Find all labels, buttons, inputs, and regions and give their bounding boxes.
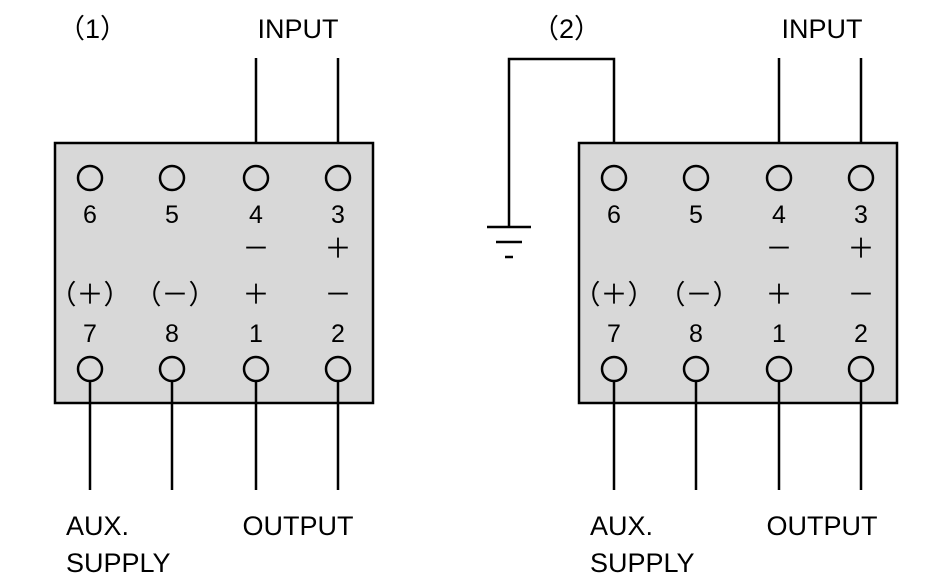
terminal-number: 7: [607, 320, 621, 348]
terminal-screw-icon: [324, 164, 352, 192]
terminal-polarity: ＋: [243, 280, 270, 310]
terminal-polarity: －: [325, 280, 352, 310]
terminal-number: 1: [249, 320, 263, 348]
terminal-polarity: （＋）: [50, 280, 131, 310]
terminal-number: 1: [772, 320, 786, 348]
terminal-polarity: （＋）: [574, 280, 655, 310]
terminal-polarity: （－）: [659, 280, 740, 310]
panel-2-tag: （2）: [532, 14, 601, 44]
terminal-screw-icon: [847, 355, 875, 383]
terminal-number: 7: [83, 320, 97, 348]
panel-1-terminal-6: 6: [76, 164, 104, 229]
panel-2-terminal-1: ＋ 1: [765, 280, 793, 383]
terminal-number: 4: [249, 201, 263, 229]
panel-1-terminal-8: （－） 8: [135, 280, 216, 383]
panel-1-output-label: OUTPUT: [243, 511, 354, 541]
terminal-polarity: ＋: [848, 234, 875, 264]
terminal-screw-icon: [600, 355, 628, 383]
terminal-screw-icon: [76, 164, 104, 192]
panel-1-terminal-block: [53, 141, 375, 405]
panel-2-output-label: OUTPUT: [767, 511, 878, 541]
panel-2-aux-label-line2: SUPPLY: [590, 548, 695, 578]
panel-2-terminal-3: 3 ＋: [847, 164, 875, 264]
panel-1-terminal-1: ＋ 1: [242, 280, 270, 383]
terminal-number: 6: [83, 201, 97, 229]
panel-2-terminal-6: 6: [600, 164, 628, 229]
terminal-screw-icon: [324, 355, 352, 383]
panel-2-terminal-8: （－） 8: [659, 280, 740, 383]
terminal-screw-icon: [765, 355, 793, 383]
terminal-number: 2: [854, 320, 868, 348]
terminal-screw-icon: [600, 164, 628, 192]
panel-2-terminal-7: （＋） 7: [574, 280, 655, 383]
panel-2-aux-label-line1: AUX.: [590, 511, 653, 541]
terminal-screw-icon: [158, 164, 186, 192]
panel-1-tag: （1）: [58, 14, 127, 44]
terminal-number: 3: [854, 201, 868, 229]
panel-1-terminal-4: 4 －: [242, 164, 270, 264]
panel-2-ground-wire: [507, 57, 616, 227]
terminal-screw-icon: [682, 355, 710, 383]
terminal-polarity: －: [243, 234, 270, 264]
panel-1: （1） INPUT 6 5 4 － 3 ＋: [50, 14, 375, 578]
terminal-polarity: ＋: [766, 280, 793, 310]
ground-icon: [487, 225, 531, 259]
panel-2-terminal-4: 4 －: [765, 164, 793, 264]
terminal-number: 8: [165, 320, 179, 348]
terminal-screw-icon: [158, 355, 186, 383]
terminal-screw-icon: [76, 355, 104, 383]
terminal-screw-icon: [242, 355, 270, 383]
terminal-polarity: －: [766, 234, 793, 264]
terminal-number: 5: [165, 201, 179, 229]
terminal-screw-icon: [242, 164, 270, 192]
panel-2-terminal-block: [577, 141, 899, 405]
terminal-number: 6: [607, 201, 621, 229]
panel-1-aux-label-line2: SUPPLY: [66, 548, 171, 578]
panel-2: （2） INPUT 6 5 4 －: [487, 14, 899, 578]
terminal-number: 8: [689, 320, 703, 348]
terminal-number: 2: [331, 320, 345, 348]
terminal-screw-icon: [847, 164, 875, 192]
terminal-screw-icon: [682, 164, 710, 192]
panel-1-terminal-3: 3 ＋: [324, 164, 352, 264]
panel-2-input-label: INPUT: [782, 14, 863, 44]
panel-1-terminal-2: － 2: [324, 280, 352, 383]
terminal-number: 4: [772, 201, 786, 229]
terminal-polarity: －: [848, 280, 875, 310]
panel-1-terminal-7: （＋） 7: [50, 280, 131, 383]
terminal-polarity: ＋: [325, 234, 352, 264]
terminal-polarity: （－）: [135, 280, 216, 310]
terminal-number: 5: [689, 201, 703, 229]
terminal-number: 3: [331, 201, 345, 229]
panel-2-terminal-2: － 2: [847, 280, 875, 383]
panel-1-aux-label-line1: AUX.: [66, 511, 129, 541]
terminal-screw-icon: [765, 164, 793, 192]
panel-1-terminal-5: 5: [158, 164, 186, 229]
panel-1-input-label: INPUT: [258, 14, 339, 44]
panel-2-terminal-5: 5: [682, 164, 710, 229]
